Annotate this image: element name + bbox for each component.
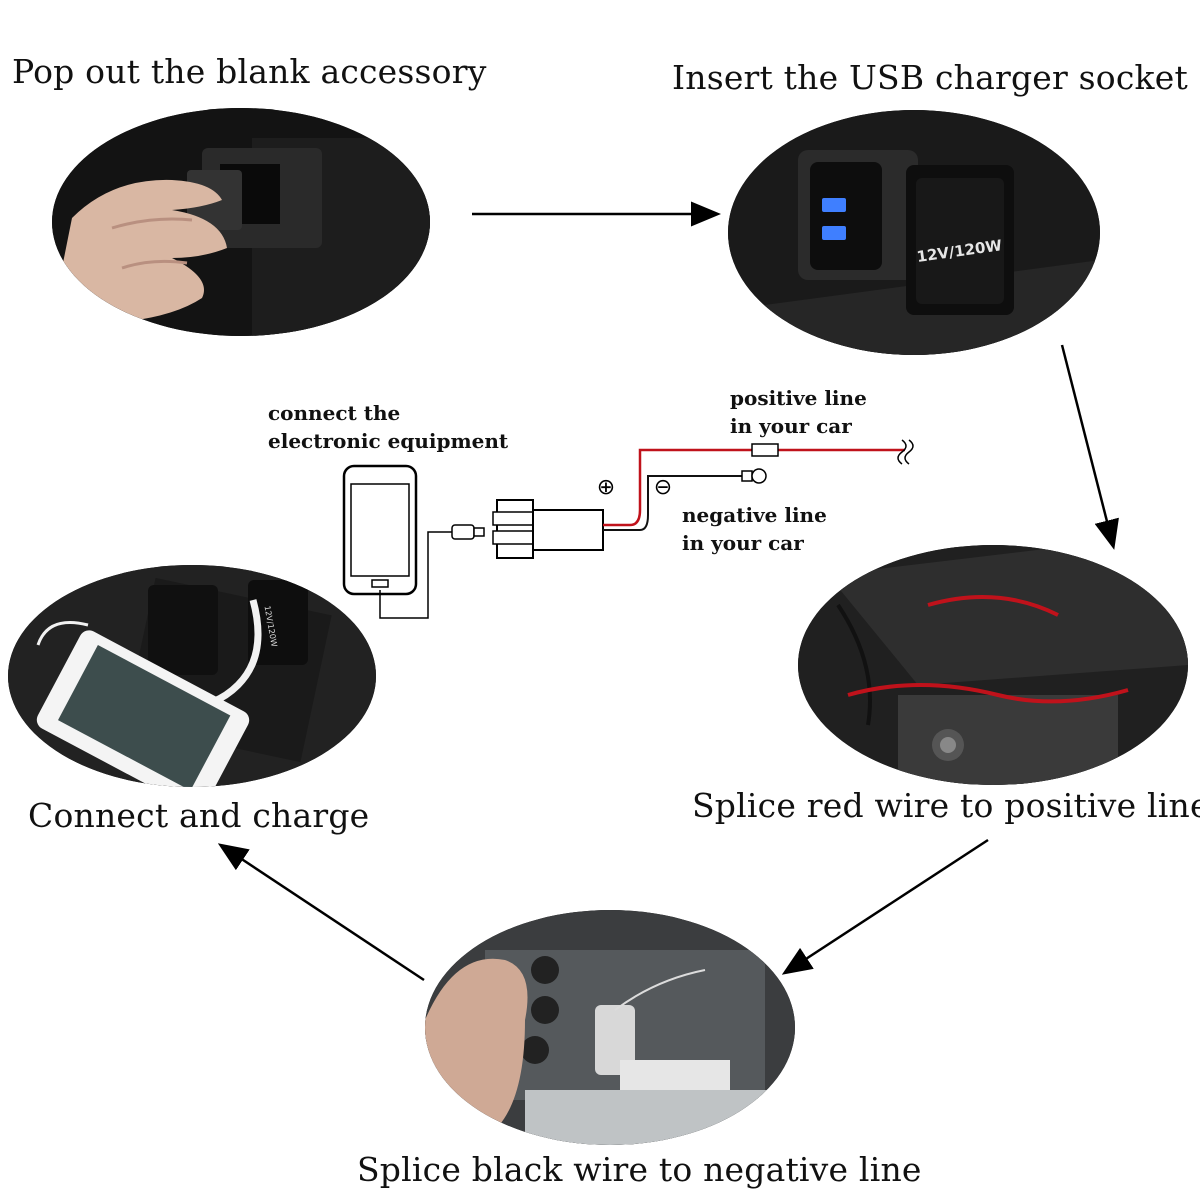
- hand-removing-blank-illustration: [52, 108, 430, 336]
- positive-note-line2: in your car: [730, 414, 852, 438]
- negative-note-line2: in your car: [682, 531, 804, 555]
- arrow-step2-to-step3: [1060, 344, 1119, 550]
- positive-note-line1: positive line: [730, 386, 867, 410]
- phone-charging-illustration: 12V/120W: [8, 565, 376, 787]
- step5-photo: 12V/120W: [8, 565, 376, 787]
- positive-wire-end: [897, 439, 907, 465]
- black-wire-splice-illustration: [425, 910, 795, 1145]
- step3-photo: [798, 545, 1188, 785]
- charger-module-icon: [492, 499, 604, 559]
- phone-icon: [342, 464, 418, 596]
- usb-port-top: [822, 198, 846, 212]
- usb-plug-icon: [451, 524, 485, 540]
- step4-caption: Splice black wire to negative line: [357, 1150, 922, 1189]
- red-wire-splice-illustration: [798, 545, 1188, 785]
- device-note: connect the electronic equipment: [268, 399, 508, 455]
- positive-line-note: positive line in your car: [730, 384, 867, 440]
- step5-caption: Connect and charge: [28, 796, 370, 835]
- arrow-step3-to-step4: [781, 838, 989, 975]
- positive-symbol: ⊕: [597, 475, 615, 500]
- negative-symbol: ⊖: [654, 475, 672, 500]
- usb-port-bottom: [822, 226, 846, 240]
- step1-photo: [52, 108, 430, 336]
- step3-caption: Splice red wire to positive line: [692, 786, 1200, 825]
- negative-wire: [603, 475, 742, 531]
- positive-wire: [603, 448, 905, 527]
- usb-cable: [379, 531, 452, 619]
- fuse-icon: [751, 443, 779, 457]
- device-note-line1: connect the: [268, 401, 401, 425]
- step1-caption: Pop out the blank accessory: [12, 52, 487, 91]
- ring-terminal-icon: [741, 468, 767, 484]
- usb-socket-installed-illustration: 12V/120W: [728, 110, 1100, 355]
- arrow-step4-to-step5: [217, 843, 425, 982]
- step2-photo: 12V/120W: [728, 110, 1100, 355]
- step2-caption: Insert the USB charger socket: [672, 58, 1188, 97]
- step4-photo: [425, 910, 795, 1145]
- negative-line-note: negative line in your car: [682, 501, 827, 557]
- device-note-line2: electronic equipment: [268, 429, 509, 453]
- negative-note-line1: negative line: [682, 503, 827, 527]
